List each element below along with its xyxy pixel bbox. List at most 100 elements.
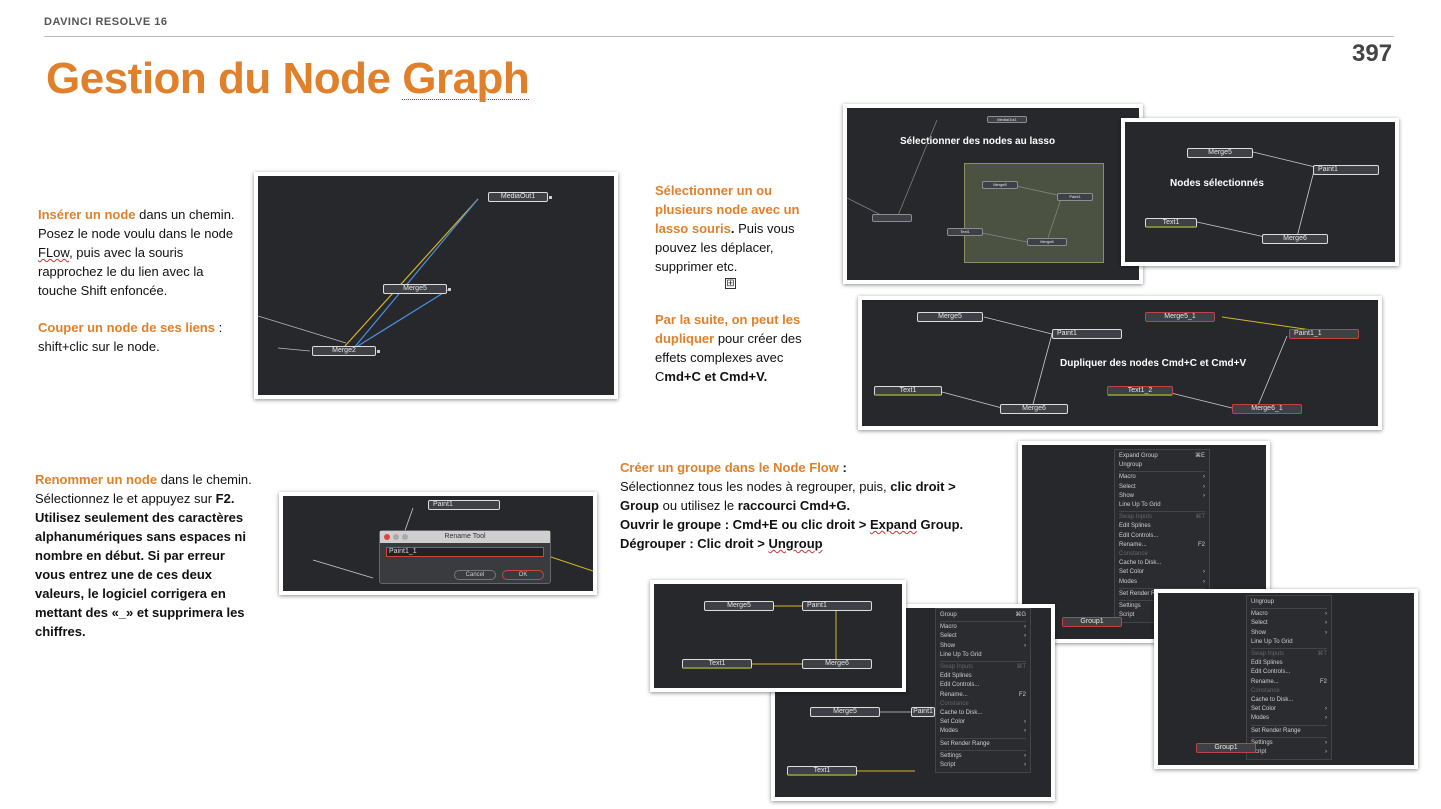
menu-item[interactable]: Group ⌘G — [940, 611, 1026, 620]
menu-item[interactable]: Cache to Disk... — [1119, 559, 1205, 568]
merge-node-small[interactable] — [872, 214, 912, 222]
menu-item[interactable]: Settings› — [940, 752, 1026, 761]
menu-item[interactable]: Set Color› — [940, 718, 1026, 727]
menu-item[interactable]: Select› — [1119, 483, 1205, 492]
paint1-1-node[interactable]: Paint1_1 — [1289, 329, 1359, 339]
menu-item[interactable]: Rename...F2 — [940, 691, 1026, 700]
menu-item[interactable]: Script› — [940, 761, 1026, 770]
menu-item[interactable]: Edit Splines — [1251, 659, 1327, 668]
add-icon[interactable]: ⊞ — [725, 278, 736, 289]
menu-item[interactable]: Script› — [1251, 748, 1327, 757]
menu-item[interactable]: Expand Group⌘E — [1119, 452, 1205, 461]
mediaout-node[interactable]: MediaOut1 — [488, 192, 552, 202]
menu-item[interactable]: Cache to Disk... — [940, 709, 1026, 718]
text-node[interactable]: Text1 — [682, 659, 752, 669]
menu-item[interactable]: Set Render Range — [940, 740, 1026, 749]
cancel-button[interactable]: Cancel — [454, 570, 496, 580]
merge5-1-node[interactable]: Merge5_1 — [1145, 312, 1215, 322]
text-node[interactable]: Text1 — [947, 228, 983, 236]
menu-item-shortcut: ⌘E — [1194, 453, 1205, 459]
menu-item[interactable]: Modes› — [1251, 714, 1327, 723]
menu-separator — [1251, 736, 1327, 738]
paint-node[interactable]: Paint1 — [911, 707, 935, 717]
close-dot-icon[interactable] — [384, 534, 390, 540]
menu-item[interactable]: Macro› — [940, 623, 1026, 632]
menu-item[interactable]: Edit Controls... — [1119, 532, 1205, 541]
menu-item-shortcut: › — [1203, 492, 1205, 499]
menu-item-label: Select — [940, 633, 957, 640]
mediaout-node[interactable]: MediaOut1 — [987, 116, 1027, 123]
menu-item-label: Cache to Disk... — [940, 710, 983, 717]
text1-2-node[interactable]: Text1_2 — [1107, 386, 1173, 396]
menu-item[interactable]: Show › — [1119, 492, 1205, 501]
paint-node[interactable]: Paint1 — [1057, 193, 1093, 201]
menu-item-label: Group — [940, 612, 957, 618]
menu-item[interactable]: Set Render Range — [1119, 590, 1205, 599]
merge6-node[interactable]: Merge6 — [1262, 234, 1328, 244]
menu-item[interactable]: Line Up To Grid — [1251, 638, 1327, 647]
group1-node[interactable]: Group1 — [1196, 743, 1256, 753]
ok-button[interactable]: OK — [502, 570, 544, 580]
menu-item[interactable]: Edit Splines — [940, 672, 1026, 681]
merge6-node[interactable]: Merge6 — [802, 659, 872, 669]
select-for-group-screenshot: Merge5 Paint1 Text1 Merge6 — [650, 580, 906, 692]
paint-node[interactable]: Paint1 — [802, 601, 872, 611]
menu-item[interactable]: Macro› — [1119, 473, 1205, 482]
rename-input[interactable]: Paint1_1 — [386, 547, 544, 557]
merge6-1-node[interactable]: Merge6_1 — [1232, 404, 1302, 414]
menu-item[interactable]: Edit Controls... — [1251, 668, 1327, 677]
merge5-node[interactable]: Merge5 — [810, 707, 880, 717]
merge5-node[interactable]: Merge5 — [1187, 148, 1253, 158]
minimize-dot-icon[interactable] — [393, 534, 399, 540]
menu-item[interactable]: Rename...F2 — [1251, 678, 1327, 687]
menu-item-label: Set Color — [940, 719, 966, 726]
menu-item[interactable]: Line Up To Grid — [940, 651, 1026, 660]
menu-item[interactable]: Set Color› — [1119, 568, 1205, 577]
paint-node[interactable]: Paint1 — [1313, 165, 1379, 175]
menu-item[interactable]: Ungroup — [1251, 598, 1327, 607]
menu-item[interactable]: Line Up To Grid — [1119, 501, 1205, 510]
menu-item[interactable]: Modes› — [1119, 578, 1205, 587]
menu-item[interactable]: Cache to Disk... — [1251, 696, 1327, 705]
menu-item-shortcut: › — [1024, 633, 1026, 640]
menu-item[interactable]: Show› — [1251, 629, 1327, 638]
merge5-node[interactable]: Merge5 — [982, 181, 1018, 189]
menu-item[interactable]: Settings› — [1251, 739, 1327, 748]
menu-item[interactable]: Select › — [940, 632, 1026, 641]
menu-item[interactable]: Set Color› — [1251, 705, 1327, 714]
text-node[interactable]: Text1 — [874, 386, 942, 396]
menu-item[interactable]: Edit Controls... — [940, 681, 1026, 690]
menu-item[interactable]: Ungroup — [1119, 461, 1205, 470]
menu-item[interactable]: Edit Splines — [1119, 522, 1205, 531]
menu-item-shortcut: › — [1325, 629, 1327, 636]
merge5-node[interactable]: Merge5 — [383, 284, 451, 294]
menu-item[interactable]: Swap Inputs⌘T — [1119, 513, 1205, 522]
merge5-node[interactable]: Merge5 — [917, 312, 983, 322]
menu-item-shortcut: ⌘G — [1015, 612, 1026, 618]
merge2-node[interactable]: Merge2 — [312, 346, 380, 356]
menu-item[interactable]: Swap Inputs⌘T — [1251, 650, 1327, 659]
merge6-node[interactable]: Merge6 — [1027, 238, 1067, 246]
merge5-node[interactable]: Merge5 — [704, 601, 774, 611]
menu-item[interactable]: Macro› — [1251, 610, 1327, 619]
menu-item[interactable]: Constance — [1119, 550, 1205, 559]
menu-item[interactable]: Constance — [1251, 687, 1327, 696]
menu-item[interactable]: Show› — [940, 642, 1026, 651]
menu-item[interactable]: Rename...F2 — [1119, 541, 1205, 550]
menu-item[interactable]: Set Render Range — [1251, 727, 1327, 736]
zoom-dot-icon[interactable] — [402, 534, 408, 540]
menu-separator — [940, 621, 1026, 623]
menu-item-label: Settings — [1119, 603, 1141, 610]
text-node[interactable]: Text1 — [787, 766, 857, 776]
menu-item[interactable]: Swap Inputs⌘T — [940, 663, 1026, 672]
group1-node[interactable]: Group1 — [1062, 617, 1122, 627]
paint-node[interactable]: Paint1 — [1052, 329, 1122, 339]
menu-item-label: Show — [1119, 492, 1135, 499]
text-node[interactable]: Text1 — [1145, 218, 1197, 228]
menu-item[interactable]: Modes› — [940, 727, 1026, 736]
menu-item[interactable]: Constance — [940, 700, 1026, 709]
menu-item-label: Rename... — [940, 691, 968, 698]
menu-item[interactable]: Select› — [1251, 619, 1327, 628]
paint-node[interactable]: Paint1 — [428, 500, 500, 510]
merge6-node[interactable]: Merge6 — [1000, 404, 1068, 414]
